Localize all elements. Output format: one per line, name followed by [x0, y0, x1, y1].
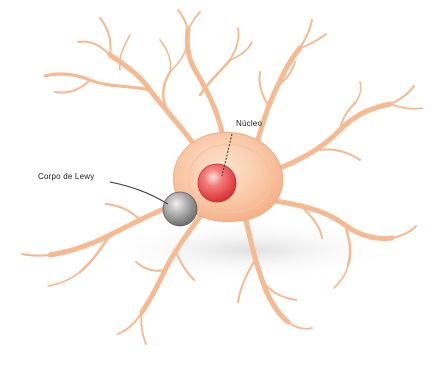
- lewy-body-label: Corpo de Lewy: [38, 172, 94, 181]
- lewy-body-leader-line: [110, 182, 168, 204]
- nucleus-label: Núcleo: [236, 119, 262, 128]
- nucleus: [198, 164, 236, 202]
- lewy-body: [163, 192, 197, 226]
